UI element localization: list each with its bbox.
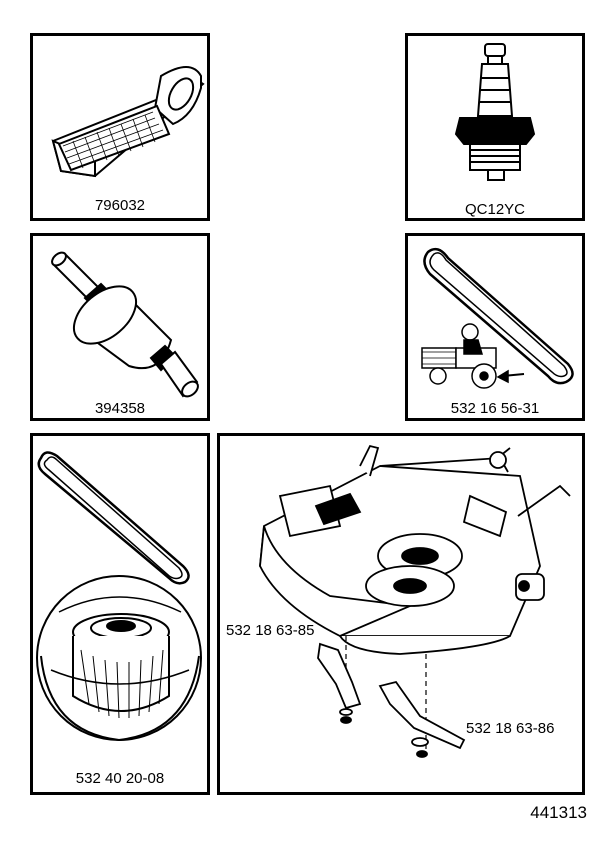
air-filter-panel: 796032 xyxy=(30,33,210,221)
deck-belt-pulley-part-number: 532 40 20-08 xyxy=(75,770,165,787)
spark-plug-part-number: QC12YC xyxy=(464,201,526,218)
blade-right-illustration xyxy=(378,680,466,758)
drive-belt-illustration xyxy=(421,247,574,389)
blade-left-illustration xyxy=(317,642,362,724)
mower-deck-illustration xyxy=(259,444,571,758)
mower-deck-panel: 532 18 63-85 532 18 63-86 xyxy=(217,433,585,795)
fuel-filter-illustration xyxy=(51,251,199,398)
air-filter-part-number: 796032 xyxy=(94,197,146,214)
deck-belt-pulley-illustration xyxy=(36,451,202,742)
fuel-filter-panel: 394358 xyxy=(30,233,210,421)
fuel-filter-part-number: 394358 xyxy=(94,400,146,417)
figure-number: 441313 xyxy=(530,803,587,822)
deck-belt-pulley-panel: 532 40 20-08 xyxy=(30,433,210,795)
blade-right-part-number: 532 18 63-86 xyxy=(466,720,555,737)
air-filter-illustration xyxy=(51,66,205,178)
tractor-icon xyxy=(421,323,525,389)
spark-plug-illustration xyxy=(454,43,536,181)
drive-belt-panel: 532 16 56-31 xyxy=(405,233,585,421)
drive-belt-part-number: 532 16 56-31 xyxy=(450,400,540,417)
spark-plug-panel: QC12YC xyxy=(405,33,585,221)
blade-left-part-number: 532 18 63-85 xyxy=(226,622,315,639)
